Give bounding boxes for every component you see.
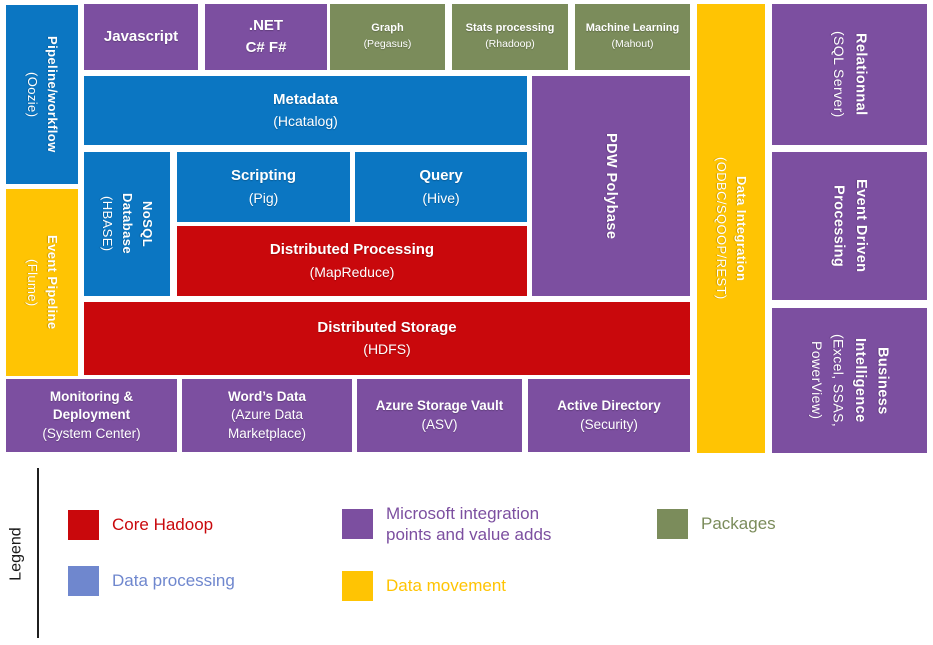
box-relational: Relationnal (SQL Server) <box>772 4 927 145</box>
javascript-title: Javascript <box>103 27 179 45</box>
words-data-title: Word’s Data <box>227 388 306 404</box>
box-active-directory: Active Directory (Security) <box>528 379 690 452</box>
monitoring-title2: Deployment <box>52 407 131 423</box>
data-movement-swatch <box>342 571 373 601</box>
packages-swatch <box>657 509 688 539</box>
azure-storage-vault-title: Azure Storage Vault <box>375 397 504 413</box>
pdw-polybase-title: PDW Polybase <box>603 132 620 240</box>
active-directory-title: Active Directory <box>557 397 661 413</box>
box-machine-learning: Machine Learning (Mahout) <box>575 4 690 70</box>
business-intelligence-title: Business <box>874 346 891 415</box>
box-pipeline-workflow: Pipeline/workflow (Oozie) <box>6 5 78 184</box>
data-processing-swatch <box>68 566 99 596</box>
azure-storage-vault-sub: (ASV) <box>421 416 458 432</box>
box-dotnet: .NET C# F# <box>205 4 327 70</box>
box-javascript: Javascript <box>84 4 198 70</box>
core-hadoop-label: Core Hadoop <box>112 515 214 535</box>
box-distributed-processing: Distributed Processing (MapReduce) <box>177 226 527 296</box>
microsoft-integration-swatch <box>342 509 373 540</box>
legend-title: Legend <box>0 512 34 596</box>
stats-processing-sub: (Rhadoop) <box>485 38 535 51</box>
business-intelligence-sub2: PowerView) <box>809 341 826 420</box>
words-data-sub: (Azure Data <box>230 407 304 423</box>
box-stats-processing: Stats processing (Rhadoop) <box>452 4 568 70</box>
pipeline-workflow-title: Pipeline/workflow <box>45 36 61 153</box>
packages-label: Packages <box>701 514 776 534</box>
data-processing-label: Data processing <box>112 571 235 591</box>
box-data-integration: Data Integration (ODBC/SQOOP/REST) <box>697 4 765 453</box>
relational-title: Relationnal <box>852 33 869 116</box>
graph-sub: (Pegasus) <box>363 38 412 51</box>
microsoft-integration-label-line2: points and value adds <box>386 525 552 545</box>
machine-learning-title: Machine Learning <box>585 22 680 35</box>
event-pipeline-title: Event Pipeline <box>45 235 61 330</box>
data-integration-sub: (ODBC/SQOOP/REST) <box>714 157 729 300</box>
event-driven-title2: Processing <box>830 184 847 268</box>
event-pipeline-sub: (Flume) <box>25 258 40 307</box>
microsoft-integration-label-line1: Microsoft integration <box>386 504 540 523</box>
legend-divider-line <box>37 468 39 638</box>
machine-learning-sub: (Mahout) <box>611 38 654 51</box>
scripting-sub: (Pig) <box>248 189 279 206</box>
box-distributed-storage: Distributed Storage (HDFS) <box>84 302 690 375</box>
distributed-processing-title: Distributed Processing <box>269 241 435 259</box>
box-monitoring-deployment: Monitoring & Deployment (System Center) <box>6 379 177 452</box>
legend-item-microsoft-integration: Microsoft integration points and value a… <box>342 503 551 546</box>
distributed-storage-sub: (HDFS) <box>363 341 411 358</box>
legend-item-data-processing: Data processing <box>68 566 235 596</box>
words-data-sub2: Marketplace) <box>227 425 307 441</box>
metadata-title: Metadata <box>272 90 339 108</box>
stats-processing-title: Stats processing <box>465 22 555 35</box>
nosql-title2: Database <box>120 193 136 255</box>
box-pdw-polybase: PDW Polybase <box>532 76 690 296</box>
box-business-intelligence: Business Intelligence (Excel, SSAS, Powe… <box>772 308 927 453</box>
box-metadata: Metadata (Hcatalog) <box>84 76 527 145</box>
data-integration-title: Data Integration <box>734 175 750 282</box>
query-title: Query <box>419 167 463 185</box>
query-sub: (Hive) <box>422 189 460 206</box>
scripting-title: Scripting <box>230 167 296 185</box>
box-nosql-database: NoSQL Database (HBASE) <box>84 152 170 296</box>
legend-item-data-movement: Data movement <box>342 571 506 601</box>
monitoring-title: Monitoring & <box>49 388 134 404</box>
business-intelligence-sub: (Excel, SSAS, <box>830 333 847 428</box>
box-azure-storage-vault: Azure Storage Vault (ASV) <box>357 379 522 452</box>
nosql-title: NoSQL <box>140 200 156 248</box>
active-directory-sub: (Security) <box>580 416 638 432</box>
core-hadoop-swatch <box>68 510 99 540</box>
monitoring-sub: (System Center) <box>42 425 141 441</box>
dotnet-title: .NET <box>248 16 284 34</box>
microsoft-integration-label: Microsoft integration points and value a… <box>386 503 551 546</box>
box-words-data: Word’s Data (Azure Data Marketplace) <box>182 379 352 452</box>
data-movement-label: Data movement <box>386 576 506 596</box>
business-intelligence-title2: Intelligence <box>852 338 869 423</box>
box-event-driven-processing: Event Driven Processing <box>772 152 927 300</box>
metadata-sub: (Hcatalog) <box>273 113 338 130</box>
box-scripting: Scripting (Pig) <box>177 152 350 222</box>
box-graph: Graph (Pegasus) <box>330 4 445 70</box>
legend-item-core-hadoop: Core Hadoop <box>68 510 213 540</box>
box-query: Query (Hive) <box>355 152 527 222</box>
relational-sub: (SQL Server) <box>831 31 848 118</box>
box-event-pipeline: Event Pipeline (Flume) <box>6 189 78 376</box>
event-driven-title: Event Driven <box>852 179 869 273</box>
nosql-sub: (HBASE) <box>99 196 115 252</box>
distributed-storage-title: Distributed Storage <box>317 318 457 336</box>
legend-item-packages: Packages <box>657 509 776 539</box>
dotnet-title2: C# F# <box>245 39 287 56</box>
pipeline-workflow-sub: (Oozie) <box>25 71 40 118</box>
legend-title-text: Legend <box>8 527 26 581</box>
graph-title: Graph <box>371 22 404 35</box>
distributed-processing-sub: (MapReduce) <box>309 263 395 280</box>
